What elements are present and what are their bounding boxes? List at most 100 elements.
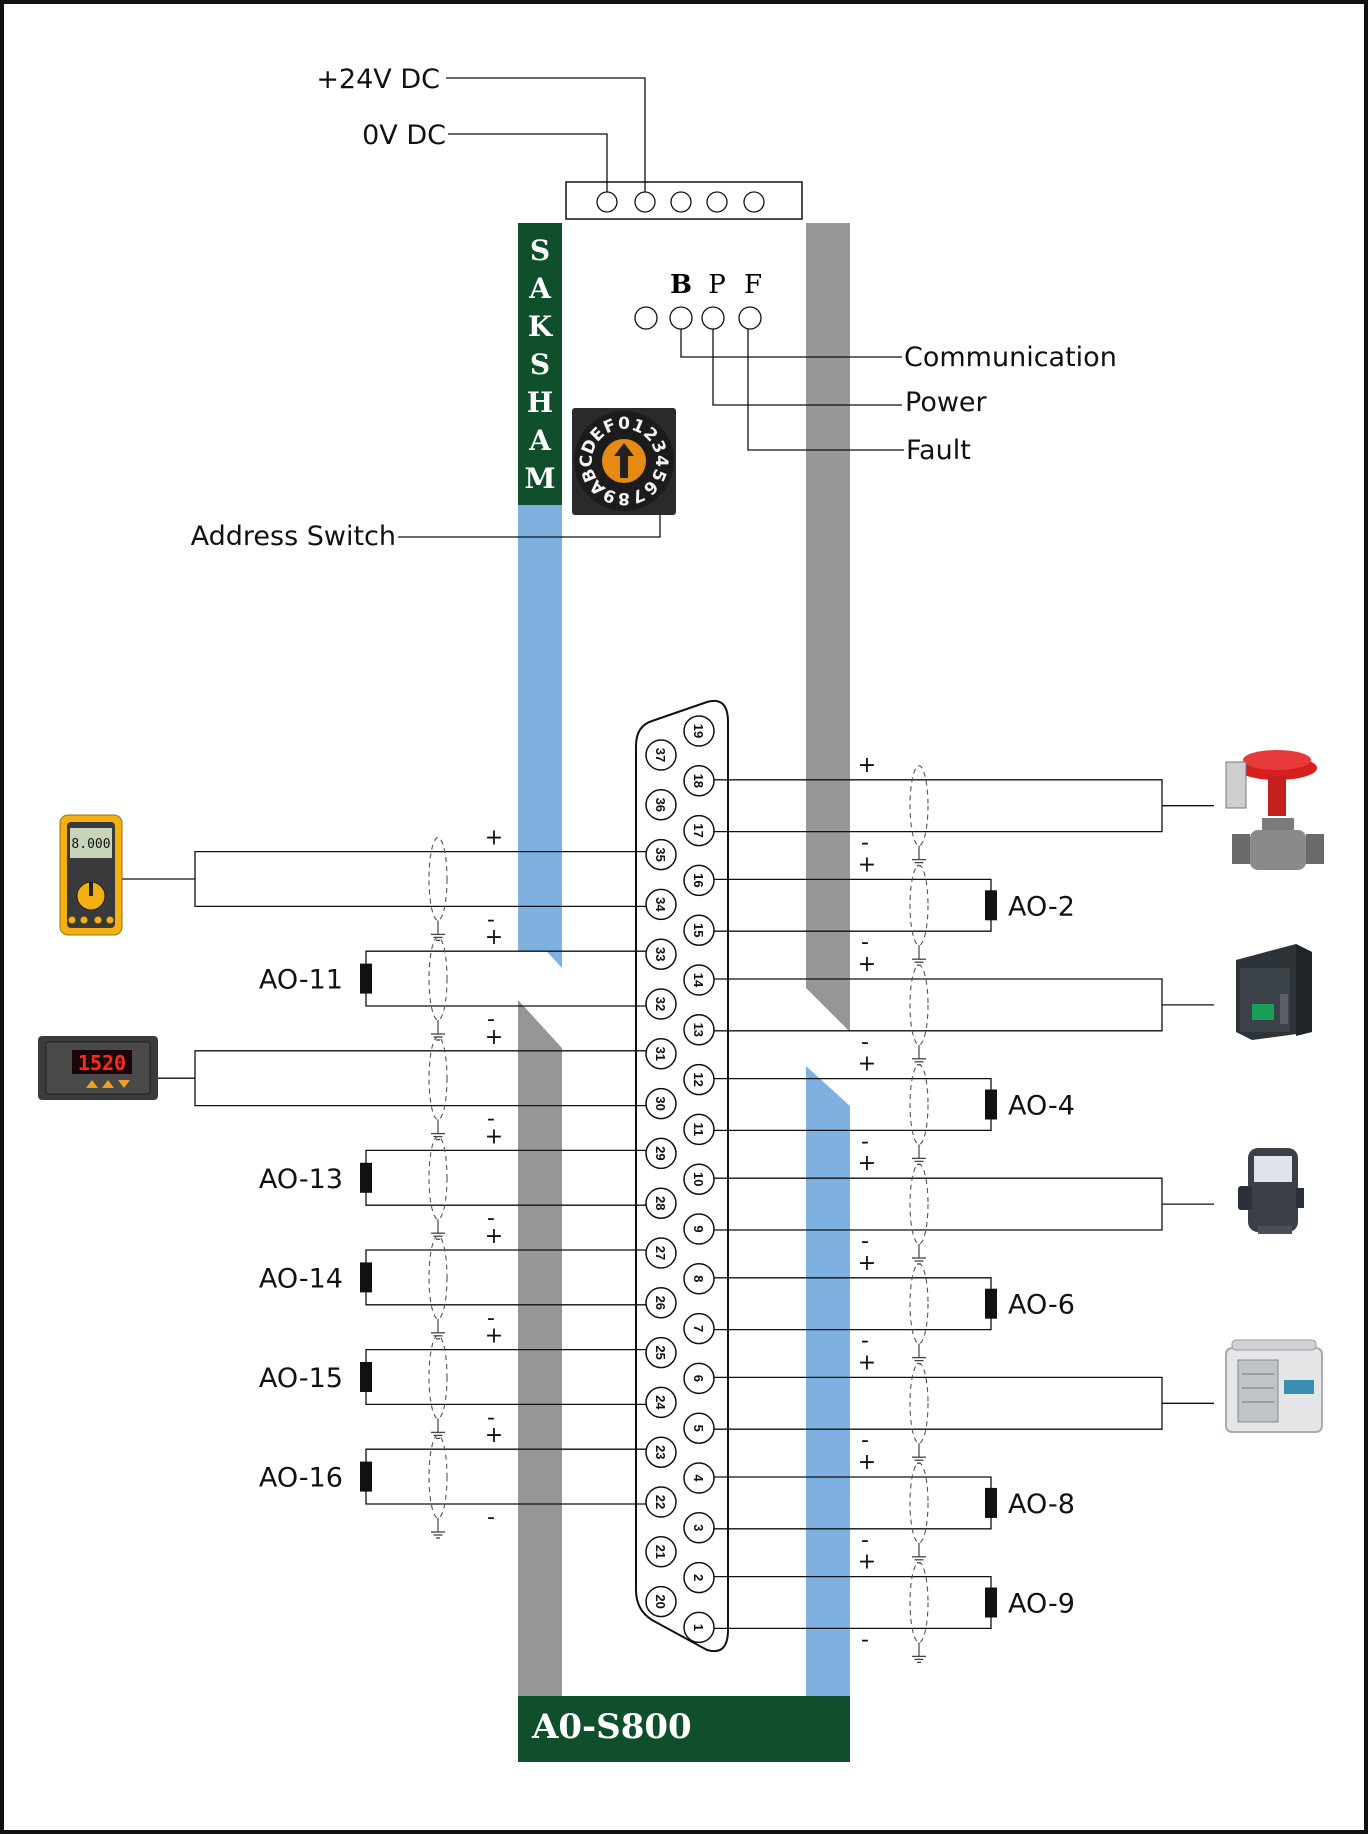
brand-letter: K (528, 310, 554, 343)
pin-number: 25 (653, 1345, 668, 1359)
led-spare (634, 306, 658, 330)
plus-sign: + (485, 1124, 503, 1149)
connector-pin (645, 1087, 677, 1120)
connector-pin (645, 1137, 677, 1170)
output-label: AO-2 (1008, 891, 1075, 922)
pin-number: 34 (653, 897, 668, 912)
left-blue-bevel (518, 920, 562, 968)
cable-shield (909, 1064, 929, 1145)
module-body (518, 223, 850, 1762)
brand-letter: A (528, 272, 552, 305)
output-loop (714, 1476, 992, 1530)
connector-pin (645, 789, 677, 821)
pin-number: 19 (691, 724, 706, 738)
left-gray-strip (518, 1000, 562, 1696)
plus-sign: + (858, 1251, 876, 1276)
output-label: AO-9 (1008, 1589, 1075, 1620)
connector-pin (683, 1362, 715, 1395)
output-label: AO-11 (259, 965, 343, 996)
output-label: AO-13 (259, 1164, 343, 1195)
cable-shield (428, 837, 448, 921)
plus-sign: + (485, 1224, 503, 1249)
connector-pin (645, 988, 677, 1020)
plus-sign: + (858, 1052, 876, 1077)
brand-letter: H (527, 386, 553, 419)
pin-number: 12 (691, 1072, 706, 1086)
drive-icon (1236, 944, 1312, 1040)
connector-pin (683, 1462, 715, 1494)
cable-shield (909, 1562, 929, 1643)
pin-number: 13 (691, 1023, 706, 1037)
pin-number: 2 (691, 1574, 706, 1581)
led-f-label: F (744, 270, 762, 300)
rotary-character: C (577, 455, 597, 467)
pin-number: 15 (691, 923, 706, 937)
plus-sign: + (858, 952, 876, 977)
pin-number: 27 (653, 1246, 668, 1260)
right-gray-strip (806, 223, 850, 1032)
brand-letter: S (530, 348, 550, 381)
label-power: Power (905, 387, 988, 418)
pin-number: 9 (691, 1225, 706, 1232)
cable-shield (909, 1163, 929, 1245)
label-communication: Communication (904, 342, 1117, 373)
cable-shield (428, 1135, 448, 1220)
minus-sign: - (487, 1206, 495, 1231)
pin-number: 36 (653, 798, 668, 812)
connector-pin (645, 1237, 677, 1269)
connector-pin (645, 838, 677, 871)
status-leds: B P F (634, 270, 904, 451)
cable-shield (909, 1263, 929, 1345)
output-loop (714, 1277, 992, 1331)
minus-sign: - (861, 1428, 869, 1453)
cable-shield (909, 1462, 929, 1544)
output-loop (194, 1050, 646, 1107)
output-loop (365, 1348, 646, 1406)
minus-sign: - (487, 1007, 495, 1032)
connector-pin (645, 938, 677, 970)
connector-pin (645, 1336, 677, 1369)
minus-sign: - (487, 1107, 495, 1132)
pin-number: 23 (653, 1445, 668, 1459)
pin-number: 20 (653, 1594, 668, 1608)
output-loop (714, 978, 1163, 1032)
pin-number: 33 (653, 947, 668, 961)
pin-number: 14 (691, 973, 706, 988)
connector-pin (683, 1113, 715, 1146)
output-label: AO-16 (259, 1463, 343, 1494)
output-label: AO-15 (259, 1363, 343, 1394)
minus-sign: - (487, 907, 495, 932)
output-loop (714, 1575, 992, 1630)
led-b (669, 306, 693, 330)
minus-sign: - (861, 1129, 869, 1154)
cable-shield (428, 1036, 448, 1121)
connector-pin (683, 1611, 715, 1644)
pin-number: 17 (691, 823, 706, 837)
resistor-icon (985, 1587, 997, 1618)
connector-pin (645, 1436, 677, 1468)
label-fault: Fault (906, 435, 971, 466)
pin-number: 1 (691, 1624, 706, 1631)
plus-sign: + (858, 852, 876, 877)
cable-shield (428, 1434, 448, 1519)
rotary-character: 0 (618, 414, 630, 434)
connector-pin (645, 1536, 677, 1568)
output-loop (714, 1376, 1163, 1430)
connector-pin (645, 1038, 677, 1070)
plus-sign: + (858, 753, 876, 778)
brand-letter: A (528, 424, 552, 457)
rotary-character: 8 (618, 488, 630, 508)
control-valve-icon (1225, 750, 1324, 870)
pin-number: 6 (691, 1375, 706, 1382)
brand-bar (518, 223, 562, 505)
label-24v: +24V DC (316, 64, 440, 95)
minus-sign: - (861, 930, 869, 955)
pin-number: 3 (691, 1524, 706, 1531)
pin-number: 11 (691, 1123, 706, 1137)
minus-sign: - (487, 1505, 495, 1530)
multimeter-display: 8.000 (71, 837, 110, 852)
pin-number: 29 (653, 1146, 668, 1160)
connector-pin (683, 864, 715, 897)
